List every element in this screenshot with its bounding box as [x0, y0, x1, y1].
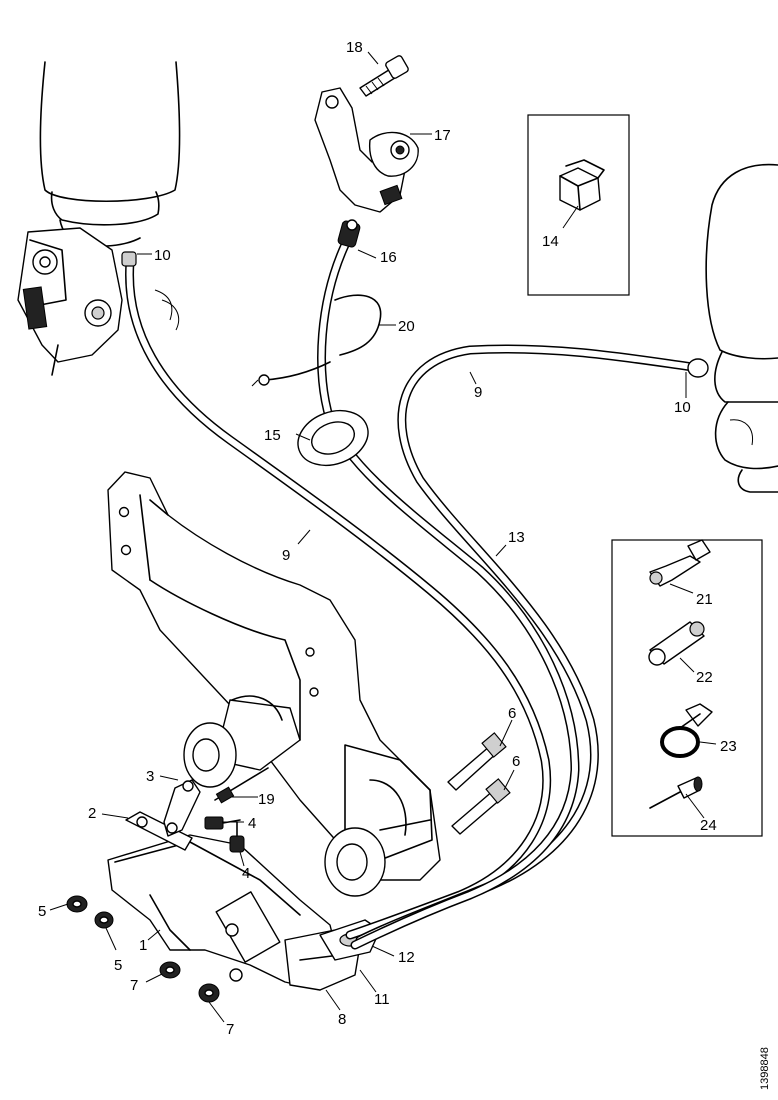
nut-5-right [94, 911, 114, 929]
label-part-12: 12 [398, 949, 415, 966]
label-part-20: 20 [398, 318, 415, 335]
label-part-17: 17 [434, 127, 451, 144]
lower-arm-assembly [107, 834, 381, 991]
label-part-16: 16 [380, 249, 397, 266]
leader-lines [49, 51, 717, 1023]
p-clip-23 [660, 703, 713, 758]
label-part-3: 3 [146, 768, 154, 785]
label-part-9-left: 9 [282, 547, 290, 564]
label-part-1: 1 [139, 937, 147, 954]
label-part-22: 22 [696, 669, 713, 686]
drawing-reference-code: 1398848 [759, 1047, 771, 1090]
label-part-6-lower: 6 [512, 753, 520, 770]
label-part-15: 15 [264, 427, 281, 444]
label-part-8: 8 [338, 1011, 346, 1028]
inset-box-14 [527, 114, 630, 296]
nut-5-left [66, 895, 88, 913]
label-part-5-right: 5 [114, 957, 122, 974]
bolt-6-upper [447, 732, 507, 791]
nut-7-left [159, 961, 181, 979]
label-part-18: 18 [346, 39, 363, 56]
part-labels: 18 17 16 20 10 9 15 10 14 9 13 21 22 23 … [38, 39, 737, 1038]
axle-mounting-bracket [107, 471, 441, 897]
rivet-24 [649, 776, 703, 809]
label-part-9-right: 9 [474, 384, 482, 401]
label-part-21: 21 [696, 591, 713, 608]
valve-bracket-17 [314, 87, 419, 213]
label-part-2: 2 [88, 805, 96, 822]
grommet-15 [297, 409, 369, 467]
left-air-bellow [17, 61, 181, 376]
label-part-11: 11 [374, 991, 390, 1008]
label-part-4-upper: 4 [248, 815, 256, 832]
right-air-bellow [705, 163, 778, 493]
label-part-10-left: 10 [154, 247, 171, 264]
clip-21 [649, 539, 711, 587]
label-part-19: 19 [258, 791, 275, 808]
nut-7-right [198, 983, 220, 1003]
linkage-hardware [66, 767, 269, 1003]
label-part-10-right: 10 [674, 399, 691, 416]
label-part-4-lower: 4 [242, 865, 250, 882]
label-part-23: 23 [720, 738, 737, 755]
fitting-16 [337, 219, 361, 248]
label-part-24: 24 [700, 817, 717, 834]
label-part-14: 14 [542, 233, 559, 250]
label-part-7-left: 7 [130, 977, 138, 994]
bolt-4-upper [204, 816, 241, 830]
inset-box-fasteners [611, 539, 763, 837]
label-part-6-upper: 6 [508, 705, 516, 722]
air-hoses [121, 240, 709, 950]
label-part-7-right: 7 [226, 1021, 234, 1038]
bolt-6-lower [451, 778, 511, 835]
label-part-5-left: 5 [38, 903, 46, 920]
bolt-4-lower [229, 821, 245, 853]
label-part-13: 13 [508, 529, 525, 546]
sleeve-22 [648, 621, 705, 666]
bolt-18 [359, 55, 409, 97]
